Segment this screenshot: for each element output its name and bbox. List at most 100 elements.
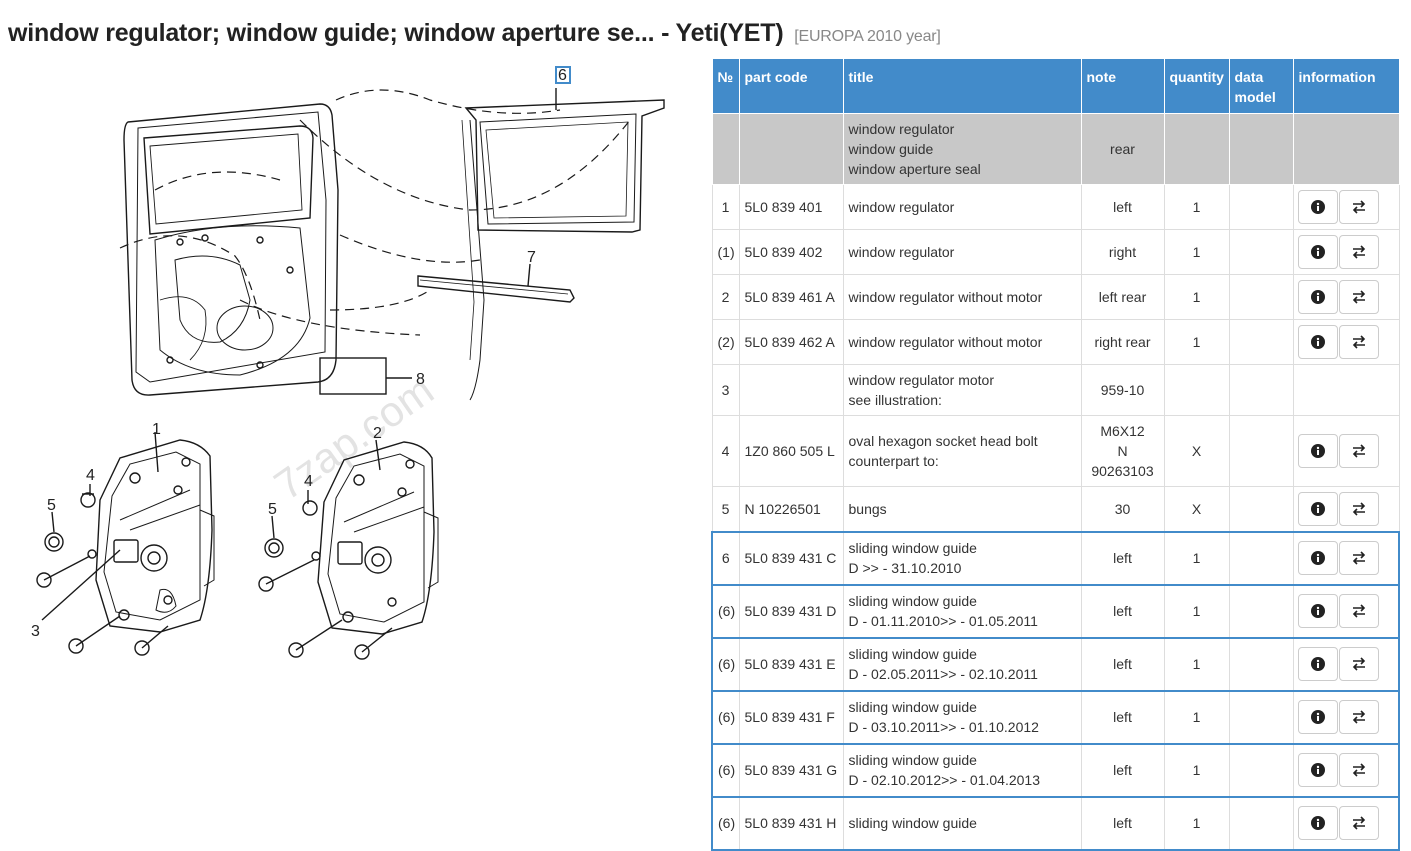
row-title: window regulator without motor	[842, 319, 1082, 365]
swap-button[interactable]	[1338, 325, 1379, 359]
row-number: (6)	[711, 689, 740, 745]
info-button[interactable]	[1297, 491, 1338, 526]
row-part-code[interactable]	[738, 364, 844, 416]
row-part-code[interactable]: 5L0 839 401	[738, 184, 844, 230]
callout-2[interactable]: 2	[373, 425, 382, 442]
info-circle-icon	[1310, 816, 1325, 830]
row-note: left	[1080, 689, 1165, 745]
row-quantity: 1	[1163, 742, 1230, 798]
info-button[interactable]	[1297, 647, 1338, 681]
row-information	[1292, 742, 1400, 798]
swap-button[interactable]	[1338, 491, 1379, 526]
row-data-model	[1228, 583, 1294, 639]
swap-button[interactable]	[1338, 541, 1379, 575]
fasteners-right-drawing	[258, 500, 393, 660]
swap-button[interactable]	[1338, 753, 1379, 787]
exchange-arrows-icon	[1351, 604, 1367, 618]
row-part-code[interactable]: 5L0 839 402	[738, 229, 844, 275]
callout-7[interactable]: 7	[527, 249, 536, 266]
swap-button[interactable]	[1338, 190, 1379, 224]
row-title: bungs	[842, 486, 1082, 532]
parts-diagram[interactable]: 7zap.com	[0, 60, 700, 820]
row-part-code[interactable]: 5L0 839 431 C	[738, 530, 844, 586]
swap-button[interactable]	[1338, 594, 1379, 628]
info-circle-icon	[1310, 763, 1325, 777]
info-button[interactable]	[1297, 700, 1338, 734]
row-title-line: sliding window guide	[848, 699, 977, 715]
row-title-line: D - 01.11.2010>> - 01.05.2011	[848, 613, 1038, 629]
row-data-model	[1228, 795, 1294, 851]
info-button[interactable]	[1297, 434, 1338, 468]
callout-8[interactable]: 8	[416, 371, 425, 388]
row-title-line: D >> - 31.10.2010	[848, 560, 962, 576]
callout-1[interactable]: 1	[152, 421, 161, 438]
row-note-line: left	[1113, 656, 1132, 672]
row-part-code[interactable]: 5L0 839 431 D	[738, 583, 844, 639]
callout-5-right[interactable]: 5	[268, 501, 277, 518]
info-button[interactable]	[1297, 325, 1338, 359]
callout-6-highlight[interactable]	[555, 66, 571, 84]
info-circle-icon	[1310, 444, 1325, 458]
swap-button[interactable]	[1338, 235, 1379, 269]
callout-3[interactable]: 3	[31, 623, 40, 640]
swap-button[interactable]	[1338, 700, 1379, 734]
row-part-code[interactable]: 5L0 839 431 F	[738, 689, 844, 745]
row-information	[1292, 486, 1400, 532]
row-number: (2)	[711, 319, 740, 365]
exchange-arrows-icon	[1351, 816, 1367, 830]
row-part-code[interactable]: 5L0 839 461 A	[738, 274, 844, 320]
row-quantity	[1163, 364, 1230, 416]
info-button[interactable]	[1297, 190, 1338, 224]
row-note: right	[1080, 229, 1165, 275]
swap-button[interactable]	[1338, 280, 1379, 314]
row-title: sliding window guide	[842, 795, 1082, 851]
info-button[interactable]	[1297, 594, 1338, 628]
callout-4-left[interactable]: 4	[86, 467, 95, 484]
callout-4-right[interactable]: 4	[304, 473, 313, 490]
exchange-arrows-icon	[1351, 335, 1367, 349]
info-button[interactable]	[1297, 280, 1338, 314]
swap-button[interactable]	[1338, 647, 1379, 681]
callout-5-left[interactable]: 5	[47, 497, 56, 514]
info-button[interactable]	[1297, 235, 1338, 269]
info-circle-icon	[1310, 604, 1325, 618]
label-sticker-drawing	[319, 357, 387, 395]
swap-button[interactable]	[1338, 806, 1379, 840]
row-information	[1292, 530, 1400, 586]
row-part-code[interactable]: 5L0 839 462 A	[738, 319, 844, 365]
info-button[interactable]	[1297, 541, 1338, 575]
row-part-code[interactable]: N 10226501	[738, 486, 844, 532]
row-information	[1292, 274, 1400, 320]
row-title-line: D - 02.05.2011>> - 02.10.2011	[848, 666, 1038, 682]
row-title-line: window regulator motor	[848, 372, 995, 388]
parts-table-container[interactable]: № part code title note quantity data mod…	[711, 58, 1400, 851]
row-note-line: left	[1113, 815, 1132, 831]
info-button[interactable]	[1297, 806, 1338, 840]
info-circle-icon	[1310, 657, 1325, 671]
row-data-model	[1228, 274, 1294, 320]
callout-6[interactable]: 6	[558, 67, 567, 84]
row-part-code[interactable]: 5L0 839 431 G	[738, 742, 844, 798]
row-quantity: 1	[1163, 319, 1230, 365]
row-part-code[interactable]: 1Z0 860 505 L	[738, 415, 844, 487]
group-title: window regulator window guide window ape…	[842, 113, 1082, 185]
info-button[interactable]	[1297, 753, 1338, 787]
swap-button[interactable]	[1338, 434, 1379, 468]
row-part-code[interactable]: 5L0 839 431 H	[738, 795, 844, 851]
aperture-seal-drawing	[417, 275, 575, 303]
row-part-code[interactable]: 5L0 839 431 E	[738, 636, 844, 692]
